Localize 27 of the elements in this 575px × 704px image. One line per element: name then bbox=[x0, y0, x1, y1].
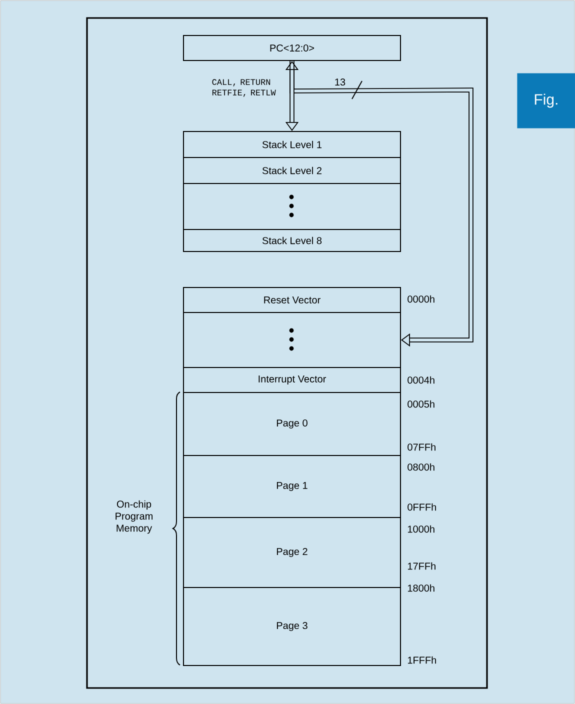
address-label: 07FFh bbox=[408, 443, 436, 451]
arrow bbox=[285, 61, 299, 131]
address-label: 0000h bbox=[408, 295, 434, 303]
address-label: 1800h bbox=[408, 584, 434, 592]
memory-cell: Interrupt Vector bbox=[183, 367, 401, 393]
memory-cell: Stack Level 8 bbox=[183, 229, 401, 252]
address-label: 0800h bbox=[408, 463, 434, 471]
memory-cell: Stack Level 2 bbox=[183, 157, 401, 184]
memory-cell: Page 3 bbox=[183, 587, 401, 666]
address-label: 17FFh bbox=[408, 562, 436, 570]
address-label: 0005h bbox=[408, 400, 434, 408]
figure-tab: Fig. bbox=[517, 73, 575, 128]
edge-label: CALL, RETURN RETFIE, RETLW bbox=[212, 79, 276, 97]
memory-cell: Page 2 bbox=[183, 517, 401, 588]
address-label: 0FFFh bbox=[408, 503, 436, 511]
address-label: 1000h bbox=[408, 525, 434, 533]
arrow bbox=[290, 61, 474, 347]
memory-cell bbox=[183, 183, 401, 230]
memory-cell: Page 1 bbox=[183, 455, 401, 518]
memory-cell: Reset Vector bbox=[183, 287, 401, 313]
memory-cell: Page 0 bbox=[183, 392, 401, 456]
edge-label: 13 bbox=[335, 78, 346, 86]
register-box: PC<12:0> bbox=[183, 35, 401, 61]
memory-label: On-chip Program Memory bbox=[116, 500, 152, 534]
memory-cell bbox=[183, 312, 401, 368]
memory-cell: Stack Level 1 bbox=[183, 131, 401, 158]
address-label: 0004h bbox=[408, 376, 434, 384]
